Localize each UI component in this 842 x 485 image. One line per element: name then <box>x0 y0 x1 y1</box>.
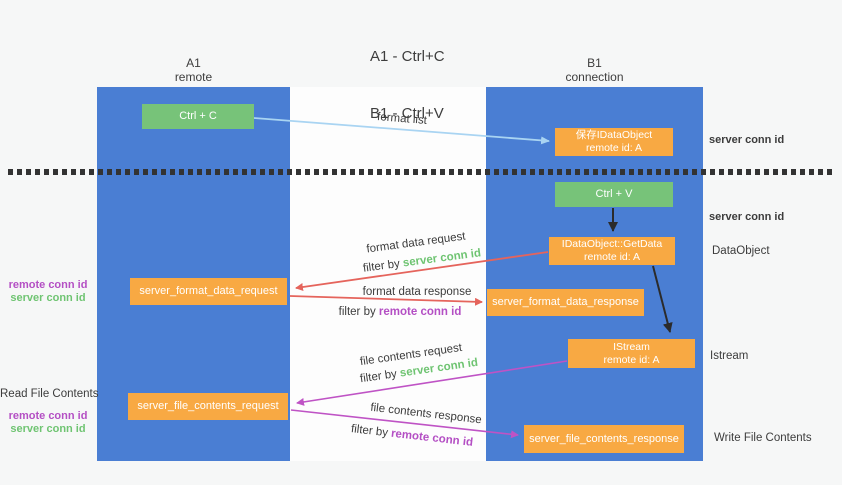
node-server-format-data-request: server_format_data_request <box>130 278 287 305</box>
right-istream-label: Istream <box>710 350 749 362</box>
file-contents-request-arrow <box>296 360 568 406</box>
node-server-format-data-response: server_format_data_response <box>487 289 644 316</box>
right-server-conn-id-top: server conn id <box>709 134 785 146</box>
left-read-file-contents-label: Read File Contents <box>0 388 99 400</box>
node-ctrl-v: Ctrl + V <box>555 182 673 207</box>
format-list-arrow <box>253 117 550 145</box>
node-server-format-data-response-label: server_format_data_response <box>492 296 639 308</box>
format-data-response-label: format data response <box>362 286 472 298</box>
node-server-file-contents-response-label: server_file_contents_response <box>529 432 679 445</box>
node-idataobject-getdata-line2: remote id: A <box>583 251 641 263</box>
right-column-header: B1 connection <box>486 56 703 84</box>
node-save-idataobject-line1: 保存IDataObject <box>575 129 653 141</box>
left-column-header: A1 remote <box>97 56 290 84</box>
node-ctrl-v-label: Ctrl + V <box>595 188 633 200</box>
node-server-format-data-request-label: server_format_data_request <box>139 285 278 297</box>
left-server-conn-id-top: server conn id <box>10 292 86 304</box>
right-column-subtitle: connection <box>565 70 624 84</box>
right-write-file-contents-label: Write File Contents <box>714 432 812 444</box>
phase-separator-dashed-line <box>8 169 832 175</box>
node-istream: IStream remote id: A <box>568 339 695 368</box>
file-contents-response-arrow <box>290 409 519 439</box>
node-server-file-contents-response: server_file_contents_response <box>524 425 684 453</box>
left-conn-id-block-bottom: remote conn id server conn id <box>0 410 96 436</box>
node-ctrl-c: Ctrl + C <box>142 104 254 129</box>
format-data-request-arrow <box>295 251 549 291</box>
page-title: A1 - Ctrl+C B1 - Ctrl+V <box>370 9 445 161</box>
node-idataobject-getdata-line1: IDataObject::GetData <box>561 238 663 250</box>
node-istream-line1: IStream <box>613 340 650 353</box>
node-server-file-contents-request: server_file_contents_request <box>128 393 288 420</box>
node-save-idataobject-line2: remote id: A <box>585 142 643 154</box>
format-data-response-arrow <box>289 295 483 306</box>
right-column-name: B1 <box>587 56 602 70</box>
filter-by-remote-conn-id-label-top: filter by remote conn id <box>339 306 462 318</box>
node-idataobject-getdata: IDataObject::GetData remote id: A <box>549 237 675 265</box>
left-column-subtitle: remote <box>174 70 213 84</box>
title-line-1: A1 - Ctrl+C <box>370 48 445 65</box>
node-istream-line2: remote id: A <box>603 353 660 366</box>
left-column-name: A1 <box>186 56 201 70</box>
left-remote-conn-id-top: remote conn id <box>8 279 88 291</box>
node-ctrl-c-label: Ctrl + C <box>179 110 217 122</box>
filter-by-text: filter by <box>338 306 379 318</box>
right-dataobject-label: DataObject <box>712 245 770 257</box>
left-conn-id-block-top: remote conn id server conn id <box>0 279 96 305</box>
remote-conn-id-text: remote conn id <box>378 306 462 318</box>
left-remote-conn-id-bottom: remote conn id <box>8 410 88 422</box>
left-server-conn-id-bottom: server conn id <box>10 423 86 435</box>
right-server-conn-id-mid: server conn id <box>709 211 785 223</box>
title-line-2: B1 - Ctrl+V <box>370 105 444 122</box>
node-server-file-contents-request-label: server_file_contents_request <box>137 400 279 412</box>
node-save-idataobject: 保存IDataObject remote id: A <box>555 128 673 156</box>
getdata-to-istream-arrow <box>652 265 673 333</box>
